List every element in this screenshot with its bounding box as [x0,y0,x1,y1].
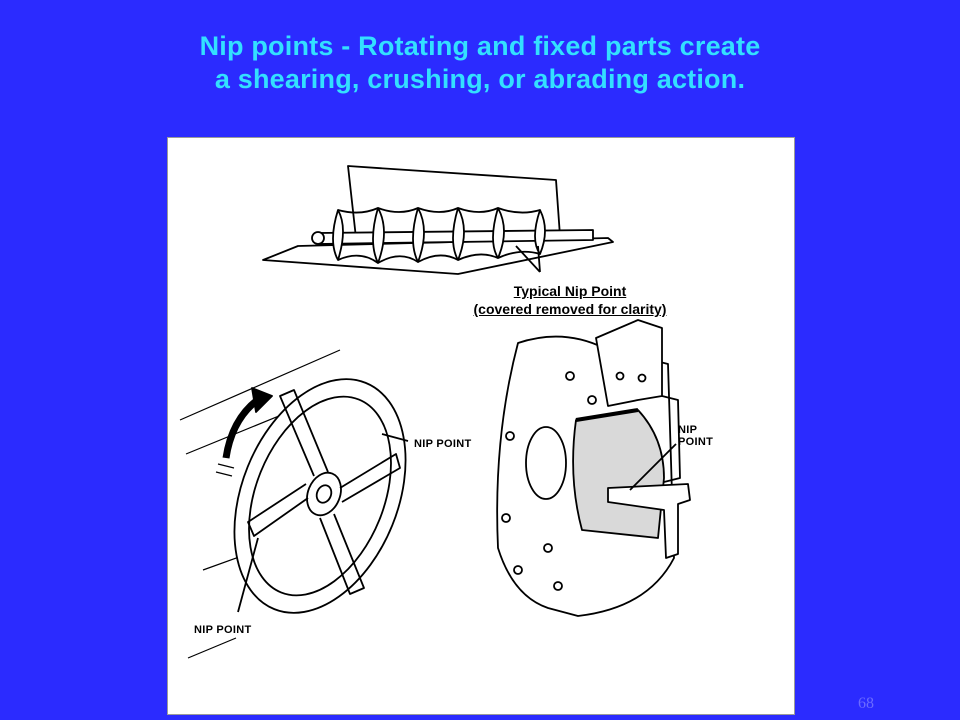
caption-title: Typical Nip Point [513,283,627,299]
auger-conveyor-drawing [262,165,614,275]
handwheel-nip-label-bottom: NIP POINT [194,624,252,636]
nip-point-illustration: Typical Nip Point (covered removed for c… [167,137,795,715]
grinder-nip-label-line-2: POINT [678,436,714,448]
handwheel-drawing [179,349,409,659]
grinder-nip-label-line-1: NIP [678,424,698,436]
caption-note: (covered removed for clarity) [473,301,667,317]
slide-title: Nip points - Rotating and fixed parts cr… [0,30,960,96]
slide-title-line-2: a shearing, crushing, or abrading action… [214,64,746,94]
figure-caption: Typical Nip Point (covered removed for c… [430,282,710,318]
slide-title-line-1: Nip points - Rotating and fixed parts cr… [199,31,761,61]
handwheel-nip-label-right: NIP POINT [414,438,472,450]
grinder-nip-label: NIP POINT [678,424,713,448]
illustration-drawing [179,165,691,659]
bench-grinder-drawing [496,319,691,617]
slide-page-number: 68 [858,695,874,712]
